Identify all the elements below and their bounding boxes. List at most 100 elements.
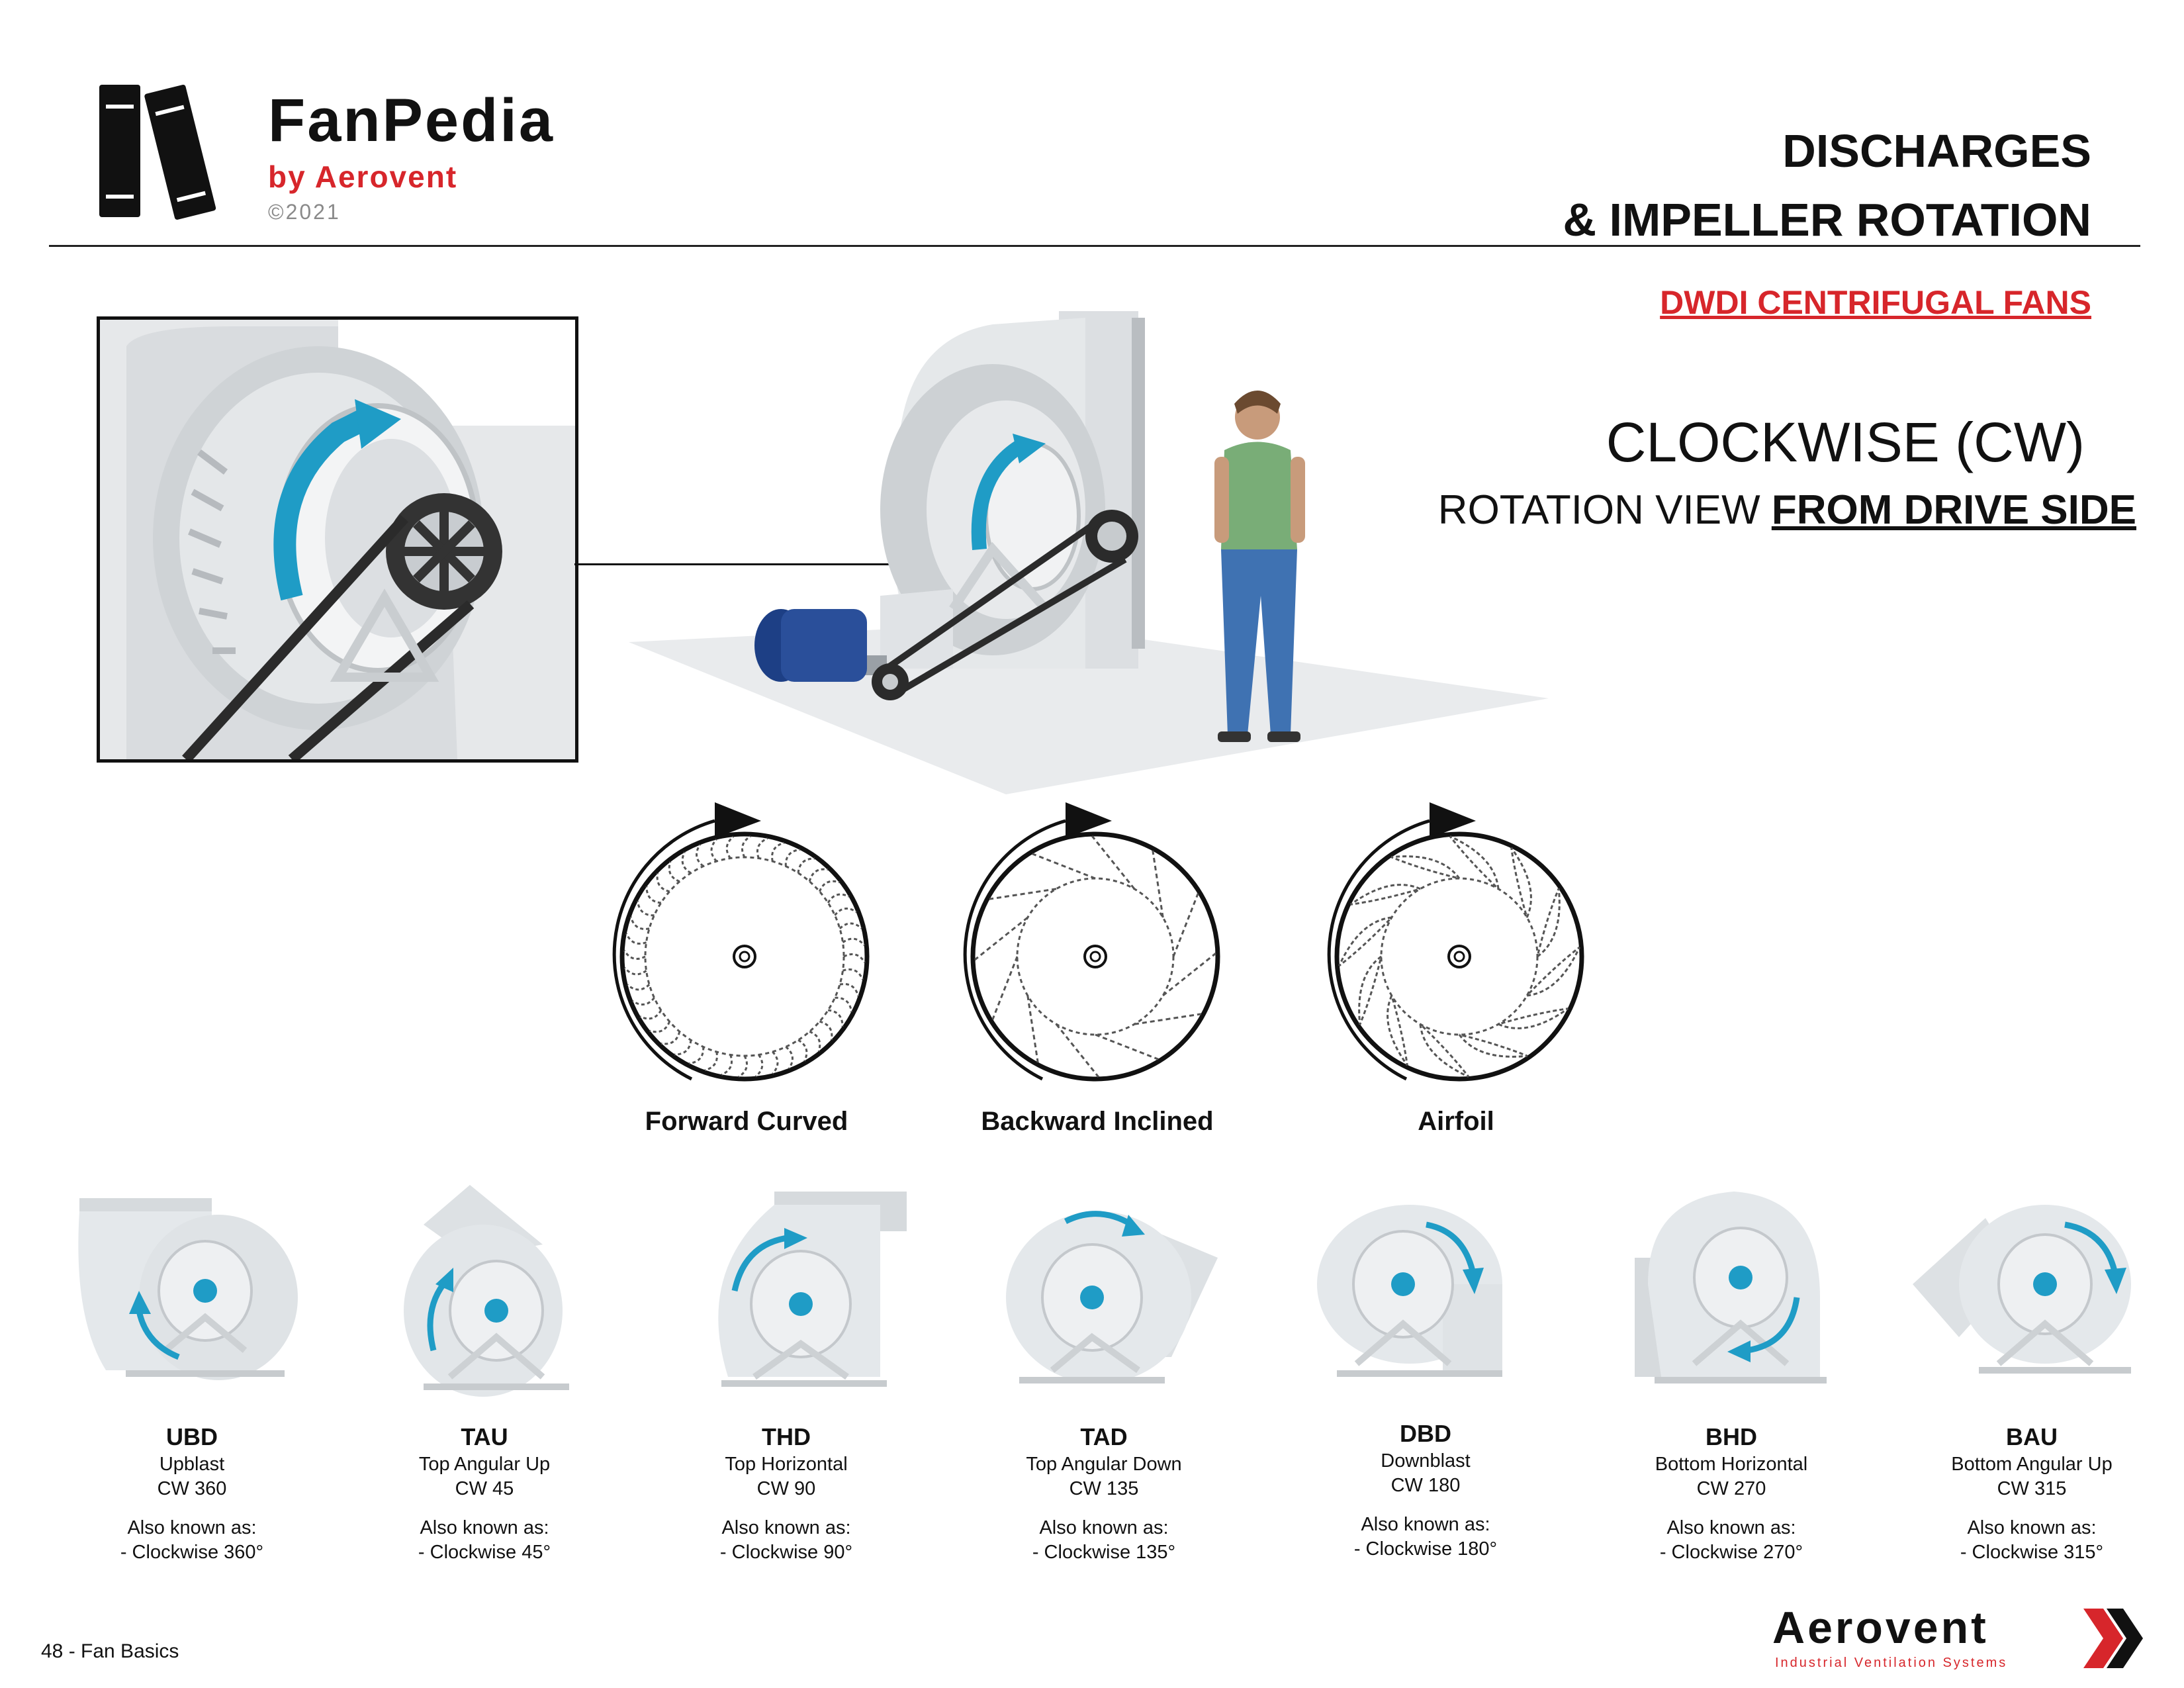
impeller-blade: [1526, 946, 1580, 997]
impeller-blade: [835, 996, 853, 1013]
impeller-blade: [797, 857, 815, 874]
impeller-blade: [1172, 893, 1199, 957]
impeller-blade: [627, 984, 651, 991]
impeller-blade: [1510, 847, 1532, 918]
impeller-blade: [834, 908, 857, 916]
discharge-cw: CW 360: [157, 1478, 227, 1499]
page-reference: 48 - Fan Basics: [41, 1640, 179, 1662]
backward-inclined-impeller-icon: [963, 802, 1220, 1082]
discharge-aka-label: Also known as:: [1967, 1517, 2097, 1538]
impeller-blade: [725, 835, 735, 859]
discharge-name: Top Angular Down: [1026, 1454, 1182, 1475]
rotation-view-emphasis: FROM DRIVE SIDE: [1771, 487, 2136, 533]
discharge-code: TAD: [1080, 1423, 1128, 1450]
impeller-blade: [696, 844, 704, 867]
discharge-cw: CW 180: [1390, 1475, 1461, 1496]
page-title: DISCHARGES & IMPELLER ROTATION: [1563, 117, 2091, 254]
impeller-closeup-image: [97, 316, 578, 763]
impeller-blade: [784, 848, 801, 867]
impeller-blade: [1350, 884, 1421, 906]
fan-dbd-image: [1317, 1205, 1502, 1377]
discharge-dbd: DBD Downblast CW 180 Also known as: - Cl…: [1287, 1419, 1565, 1562]
dwdi-fan-scene-image: [629, 311, 1549, 794]
discharge-aka-value: - Clockwise 360°: [120, 1542, 264, 1563]
discharge-code: THD: [762, 1423, 811, 1450]
impeller-blade: [649, 1021, 671, 1033]
impeller-blade: [1419, 1023, 1470, 1078]
impeller-blade: [681, 851, 692, 874]
discharge-aka-value: - Clockwise 315°: [1960, 1542, 2104, 1563]
impeller-closeup-illustration: [100, 320, 575, 759]
impeller-blade: [1390, 855, 1461, 880]
rotation-view-prefix: ROTATION VIEW: [1437, 487, 1772, 533]
impeller-blade: [674, 1039, 692, 1056]
discharge-bau: BAU Bottom Angular Up CW 315 Also known …: [1893, 1422, 2171, 1565]
impeller-blade: [704, 1051, 718, 1072]
fan-ubd-image: [78, 1198, 298, 1380]
impeller-blade: [738, 1055, 748, 1078]
impeller-blade: [1032, 853, 1096, 880]
aerovent-logo: Aerovent Industrial Ventilation Systems: [1772, 1603, 2143, 1670]
impeller-blade: [842, 968, 864, 980]
impeller-blade: [741, 835, 751, 858]
impeller-blade: [827, 1009, 844, 1027]
discharge-name: Bottom Angular Up: [1951, 1454, 2113, 1475]
impeller-blade: [1055, 1023, 1099, 1078]
impeller-blade: [843, 953, 866, 963]
books-logo-icon: [99, 84, 216, 220]
discharge-code: UBD: [166, 1423, 218, 1450]
discharge-aka-label: Also known as:: [1361, 1514, 1490, 1535]
impeller-blade: [1458, 1033, 1528, 1058]
page-title-line1: DISCHARGES: [1782, 125, 2091, 177]
impeller-blade: [809, 1030, 821, 1052]
impeller-blade: [1095, 1033, 1159, 1060]
discharge-name: Upblast: [159, 1454, 225, 1475]
impeller-blade: [1358, 955, 1383, 1025]
impeller-blade: [974, 916, 1028, 961]
impeller-blade: [656, 872, 670, 893]
discharge-name: Bottom Horizontal: [1655, 1454, 1808, 1475]
discharge-aka-label: Also known as:: [1666, 1517, 1796, 1538]
impeller-label-forward-curved: Forward Curved: [645, 1107, 848, 1136]
discharge-code: BAU: [2006, 1423, 2058, 1450]
impeller-label-airfoil: Airfoil: [1418, 1107, 1494, 1136]
impeller-blade: [1134, 1013, 1202, 1025]
impeller-blade: [756, 837, 768, 859]
chevron-right-icon: [2083, 1609, 2143, 1668]
impeller-blade: [1338, 916, 1392, 967]
fan-tad-image: [1006, 1211, 1218, 1383]
impeller-blade: [818, 880, 840, 892]
impeller-blade: [623, 966, 647, 976]
impeller-blade: [797, 1039, 808, 1062]
brand-byline: by Aerovent: [268, 160, 458, 194]
impeller-blade: [668, 861, 680, 883]
impeller-blade: [632, 997, 655, 1006]
impeller-label-backward-inclined: Backward Inclined: [981, 1107, 1214, 1136]
impeller-blade: [772, 1051, 779, 1074]
impeller-blade: [991, 956, 1019, 1020]
discharge-aka-label: Also known as:: [127, 1517, 257, 1538]
discharge-cw: CW 315: [1997, 1478, 2067, 1499]
discharge-aka-value: - Clockwise 135°: [1032, 1542, 1176, 1563]
discharge-thd: THD Top Horizontal CW 90 Also known as: …: [647, 1422, 925, 1565]
fan-tau-image: [404, 1185, 569, 1397]
impeller-blade: [1449, 835, 1500, 890]
impeller-blade: [785, 1046, 794, 1069]
impeller-blade: [629, 916, 650, 930]
impeller-blade: [1387, 995, 1408, 1066]
impeller-blade: [827, 893, 850, 904]
discharge-cw: CW 90: [756, 1478, 816, 1499]
discharge-aka-label: Also known as:: [721, 1517, 851, 1538]
impeller-blade: [710, 839, 717, 863]
impeller-blade: [808, 868, 829, 882]
impeller-blade: [1091, 835, 1136, 890]
impeller-blade: [660, 1031, 681, 1045]
aerovent-logo-wordmark: Aerovent: [1772, 1603, 1989, 1653]
impeller-blade: [1498, 1008, 1569, 1029]
fan-bau-image: [1913, 1205, 2131, 1374]
discharge-ubd: UBD Upblast CW 360 Also known as: - Cloc…: [53, 1422, 331, 1565]
airfoil-impeller-icon: [1327, 802, 1584, 1082]
impeller-blade: [625, 933, 647, 945]
discharge-aka-value: - Clockwise 270°: [1659, 1542, 1803, 1563]
impeller-blade: [1536, 888, 1561, 958]
